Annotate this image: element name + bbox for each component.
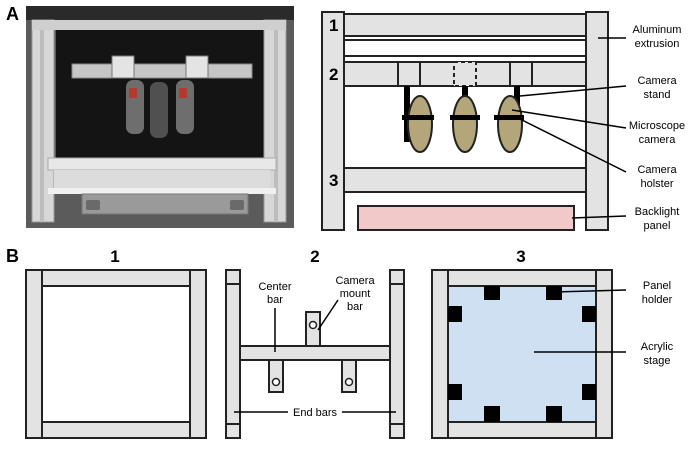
level-number: 3 [329, 171, 338, 190]
schematic-side-view: 1 2 3 [321, 11, 609, 231]
panel-label-b: B [6, 246, 19, 266]
callout-backlight-panel-line1: Backlight [635, 206, 680, 218]
frame-level-1: 1 [25, 247, 207, 439]
frame-level-2: 2 Center bar Camera mount bar End bars [225, 247, 405, 439]
callout-camera-stand-line1: Camera [637, 75, 677, 87]
camera-holster [494, 115, 524, 120]
panel-holder [448, 306, 462, 322]
label-camera-mount-bar-line1: Camera [335, 275, 375, 287]
label-center-bar-line2: bar [267, 294, 283, 306]
callout-microscope-camera-line2: camera [639, 134, 677, 146]
camera-holster [402, 115, 434, 120]
level-3-bar [343, 167, 587, 193]
label-end-bars: End bars [293, 407, 338, 419]
label-acrylic-stage-line2: stage [644, 355, 671, 367]
callout-aluminum-extrusion-line1: Aluminum [633, 24, 682, 36]
label-camera-mount-bar-line2: mount [340, 288, 371, 300]
label-camera-mount-bar-line3: bar [347, 301, 363, 313]
callout-aluminum-extrusion-line2: extrusion [635, 38, 680, 50]
frame-title-3: 3 [516, 247, 525, 266]
panel-label-a: A [6, 4, 19, 24]
microscope-camera [452, 95, 478, 153]
callout-lines-a [511, 37, 627, 219]
callout-camera-holster-line1: Camera [637, 164, 677, 176]
level-number: 1 [329, 16, 338, 35]
rig-photo [26, 6, 294, 228]
camera-stand [404, 86, 410, 142]
label-panel-holder-line1: Panel [643, 280, 671, 292]
end-bar-left [225, 269, 241, 439]
level-1-bar [343, 13, 587, 37]
microscope-camera [497, 95, 523, 153]
callout-microscope-camera-line1: Microscope [629, 120, 685, 132]
frame-title-2: 2 [310, 247, 319, 266]
label-center-bar-line1: Center [258, 281, 291, 293]
center-bar [239, 345, 391, 361]
frame-title-1: 1 [110, 247, 119, 266]
label-acrylic-stage-line1: Acrylic [641, 341, 674, 353]
panel-holder [546, 406, 562, 422]
panel-holder [582, 384, 596, 400]
microscope-camera [407, 95, 433, 153]
panel-holder [484, 286, 500, 300]
end-bar-right [389, 269, 405, 439]
callout-camera-holster-line2: holster [640, 178, 673, 190]
camera-mount-bar [341, 359, 357, 393]
camera-mount-bar [268, 359, 284, 393]
frame-level-3: 3 Panel holder Acrylic stage [431, 247, 674, 439]
panel-holder [546, 286, 562, 300]
callout-backlight-panel-line2: panel [644, 220, 671, 232]
panel-holder [448, 384, 462, 400]
camera-holster [450, 115, 480, 120]
panel-holder [484, 406, 500, 422]
label-panel-holder-line2: holder [642, 294, 673, 306]
level-number: 2 [329, 65, 338, 84]
callout-camera-stand-line2: stand [644, 89, 671, 101]
backlight-panel [357, 205, 575, 231]
acrylic-stage [431, 269, 613, 439]
callouts-a: Aluminum extrusion Camera stand Microsco… [629, 24, 685, 232]
panel-holder [582, 306, 596, 322]
